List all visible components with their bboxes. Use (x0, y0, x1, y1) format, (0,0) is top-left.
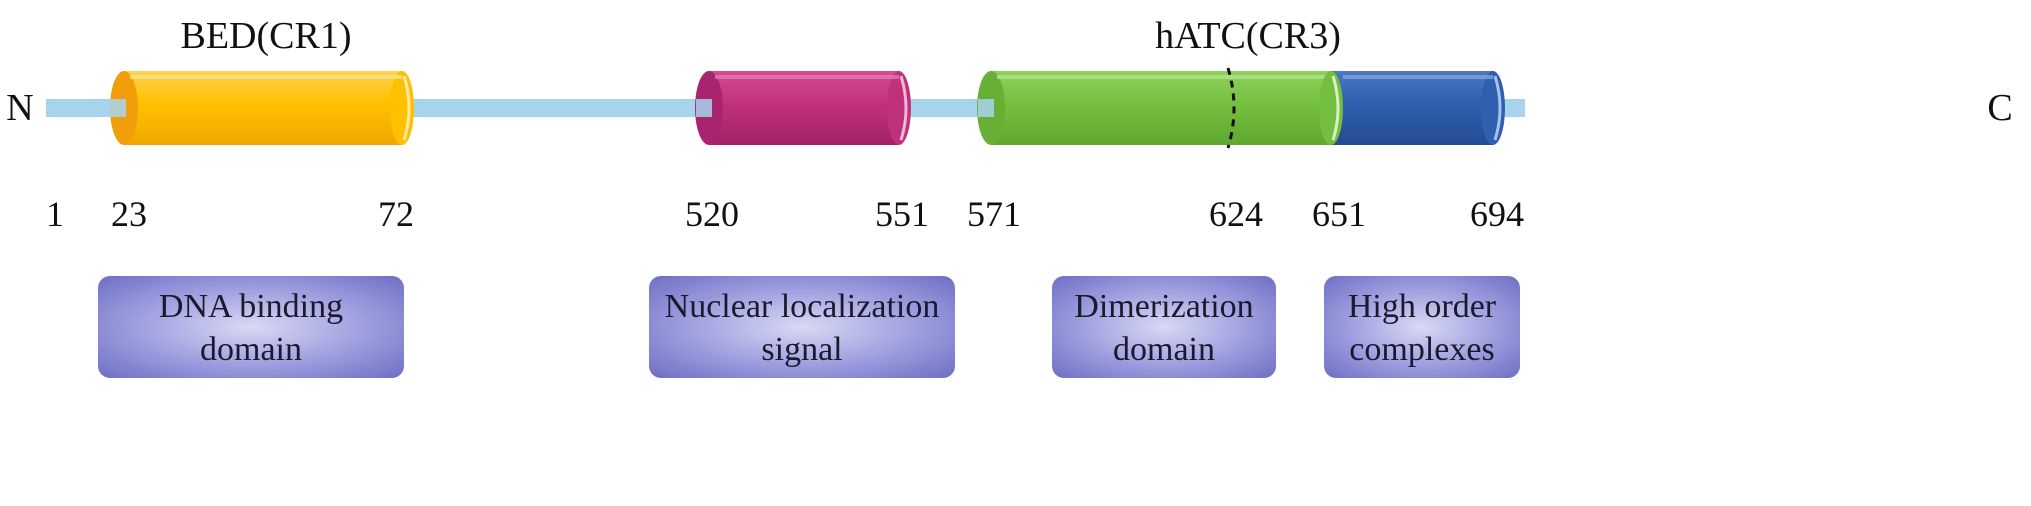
position-label: 624 (1209, 194, 1263, 234)
nls-box-line1: Nuclear localization (665, 288, 940, 325)
dna-binding-box-line2: domain (200, 331, 302, 368)
high-order-box-line2: complexes (1349, 331, 1494, 368)
nls-box-line2: signal (761, 331, 842, 368)
c-terminus-label: C (1987, 87, 2012, 129)
position-label: 1 (46, 194, 64, 234)
position-label: 551 (875, 194, 929, 234)
position-labels: 1 23 72 520 551 571 624 651 694 (46, 194, 1524, 234)
nls-domain-cylinder (695, 71, 911, 145)
dimerization-domain-box: Dimerization domain (1052, 276, 1276, 378)
high-order-domain-cylinder (1319, 71, 1505, 145)
position-label: 72 (378, 194, 414, 234)
high-order-box-line1: High order (1348, 288, 1497, 325)
nls-box: Nuclear localization signal (649, 276, 955, 378)
hatc-region-label: hATC(CR3) (1155, 15, 1341, 57)
position-label: 23 (111, 194, 147, 234)
position-label: 694 (1470, 194, 1524, 234)
position-label: 520 (685, 194, 739, 234)
dimerization-boundary-dashed-line (1226, 67, 1236, 149)
high-order-complexes-box: High order complexes (1324, 276, 1520, 378)
n-terminus-label: N (6, 87, 33, 129)
position-label: 571 (967, 194, 1021, 234)
position-label: 651 (1312, 194, 1366, 234)
dimerization-domain-cylinder (977, 67, 1331, 149)
dna-binding-domain-box: DNA binding domain (98, 276, 404, 378)
dna-binding-box-line1: DNA binding (159, 288, 343, 325)
bed-region-label: BED(CR1) (181, 15, 352, 57)
dimerization-box-line2: domain (1113, 331, 1215, 368)
bed-domain-cylinder (110, 71, 414, 145)
dimerization-box-line1: Dimerization (1074, 288, 1253, 325)
